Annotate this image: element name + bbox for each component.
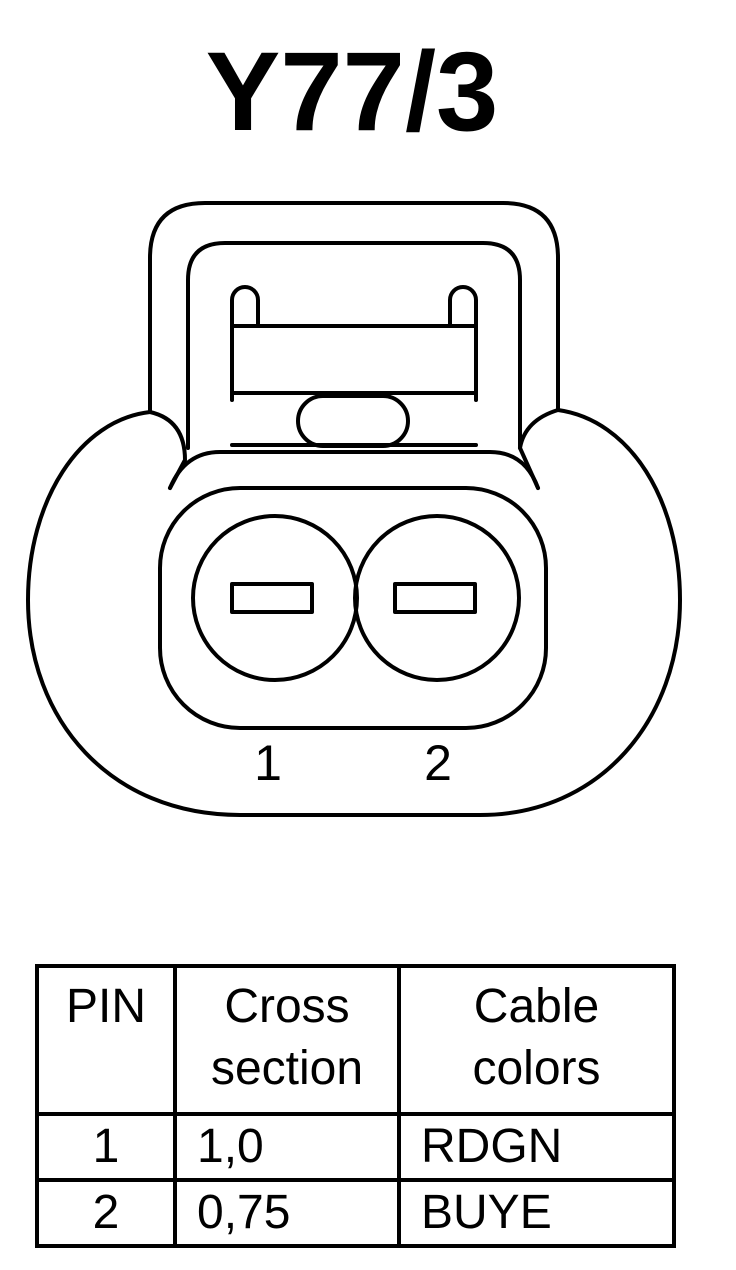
header-cable-colors: Cable colors <box>397 964 676 1116</box>
connector-shoulder <box>168 450 540 490</box>
cell-cable-color: RDGN <box>397 1112 676 1182</box>
pin-label-2: 2 <box>424 735 452 791</box>
pin-socket-2 <box>353 514 521 682</box>
connector-body-outline <box>26 408 682 817</box>
connector-title: Y77/3 <box>206 29 499 154</box>
cell-cross-section: 1,0 <box>173 1112 401 1182</box>
cell-cross-section: 0,75 <box>173 1178 401 1248</box>
table-header-row: PIN Cross section Cable colors <box>35 964 676 1116</box>
cell-pin: 1 <box>35 1112 177 1182</box>
terminal-blade-2 <box>393 582 477 614</box>
terminal-cavity <box>158 486 548 730</box>
latch-release-oval <box>296 394 410 448</box>
pin-socket-1 <box>191 514 359 682</box>
cell-pin: 2 <box>35 1178 177 1248</box>
locking-tab-outer <box>148 201 560 414</box>
locking-tab-inner <box>186 241 522 450</box>
connector-housing <box>26 201 682 817</box>
latch-post-left <box>230 285 260 402</box>
header-pin: PIN <box>35 964 177 1116</box>
latch-post-right <box>448 285 478 402</box>
table-row: 2 0,75 BUYE <box>35 1178 676 1248</box>
pin-assignment-table: PIN Cross section Cable colors 1 1,0 RDG… <box>35 964 676 1248</box>
table-row: 1 1,0 RDGN <box>35 1112 676 1182</box>
header-cross-section: Cross section <box>173 964 401 1116</box>
pin-label-1: 1 <box>254 735 282 791</box>
terminal-blade-1 <box>230 582 314 614</box>
cell-cable-color: BUYE <box>397 1178 676 1248</box>
